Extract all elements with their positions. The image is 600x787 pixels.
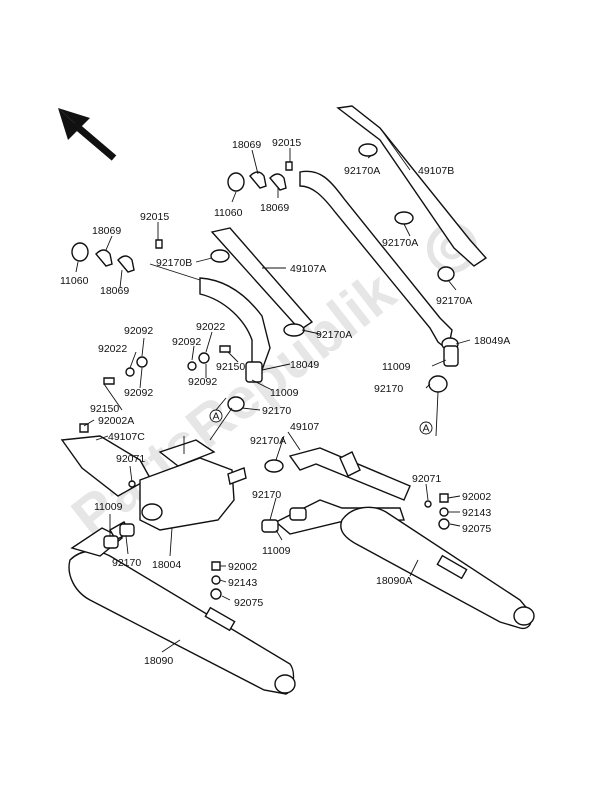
label-18069-left2: 18069	[100, 285, 129, 297]
label-49107b: 49107B	[418, 165, 454, 177]
label-92092-d: 92092	[188, 376, 217, 388]
label-18004: 18004	[152, 559, 181, 571]
sleeves-11009	[103, 523, 135, 549]
label-18069-top: 18069	[232, 139, 261, 151]
label-11009-c: 11009	[94, 501, 123, 513]
bolts-nuts-left	[79, 345, 231, 433]
label-49107: 49107	[290, 421, 319, 433]
label-11060-left: 11060	[60, 275, 89, 287]
label-92022-b: 92022	[98, 343, 127, 355]
label-92143-a: 92143	[462, 507, 491, 519]
muffler-18090a	[261, 447, 535, 630]
label-92092-c: 92092	[124, 387, 153, 399]
label-92143-b: 92143	[228, 577, 257, 589]
label-92170-c: 92170	[252, 489, 281, 501]
label-18049a: 18049A	[474, 335, 510, 347]
callout-a-right-text: A	[422, 423, 429, 435]
label-18090a: 18090A	[376, 575, 412, 587]
gaskets-and-clamps-top	[71, 143, 455, 473]
label-92015-top: 92015	[272, 137, 301, 149]
front-direction-arrow-icon	[58, 108, 117, 161]
label-92075-b: 92075	[234, 597, 263, 609]
label-18090: 18090	[144, 655, 173, 667]
exhaust-pipe-18049a	[299, 105, 488, 367]
label-92015-left: 92015	[140, 211, 169, 223]
label-92170a-top: 92170A	[344, 165, 380, 177]
muffler-box-18004	[139, 439, 247, 531]
label-18049: 18049	[290, 359, 319, 371]
bolts-nuts-right	[128, 480, 450, 600]
label-11009-d: 11009	[262, 545, 291, 557]
label-92150-a: 92150	[216, 361, 245, 373]
label-92170a-c: 92170A	[316, 329, 352, 341]
label-92071-a: 92071	[116, 453, 145, 465]
leader-lines	[75, 127, 471, 653]
label-11009-a: 11009	[382, 361, 411, 373]
label-18069-left: 18069	[92, 225, 121, 237]
label-92170a-mid: 92170A	[382, 237, 418, 249]
label-92092-b: 92092	[172, 336, 201, 348]
label-92170-d: 92170	[112, 557, 141, 569]
label-92022-a: 92022	[196, 321, 225, 333]
label-92170a-right: 92170A	[436, 295, 472, 307]
exhaust-pipe-18049	[199, 227, 314, 383]
label-92075-a: 92075	[462, 523, 491, 535]
label-92092-a: 92092	[124, 325, 153, 337]
label-11060-top: 11060	[214, 207, 243, 219]
label-92150-b: 92150	[90, 403, 119, 415]
callout-a-right: A	[419, 421, 433, 435]
label-92002-a: 92002	[462, 491, 491, 503]
label-92071-b: 92071	[412, 473, 441, 485]
label-92170b: 92170B	[156, 257, 192, 269]
label-18069-mid: 18069	[260, 202, 289, 214]
label-92170-a: 92170	[374, 383, 403, 395]
label-49107c: 49107C	[108, 431, 145, 443]
label-92170-b: 92170	[262, 405, 291, 417]
label-49107a: 49107A	[290, 263, 326, 275]
part-labels: 18069 92015 92170A 49107B 11060 18069 18…	[60, 137, 510, 667]
label-92170a-d: 92170A	[250, 435, 286, 447]
label-92002a: 92002A	[98, 415, 134, 427]
callout-a-left-text: A	[212, 411, 219, 423]
label-11009-b: 11009	[270, 387, 299, 399]
label-92002-b: 92002	[228, 561, 257, 573]
callout-a-left: A	[209, 409, 223, 423]
